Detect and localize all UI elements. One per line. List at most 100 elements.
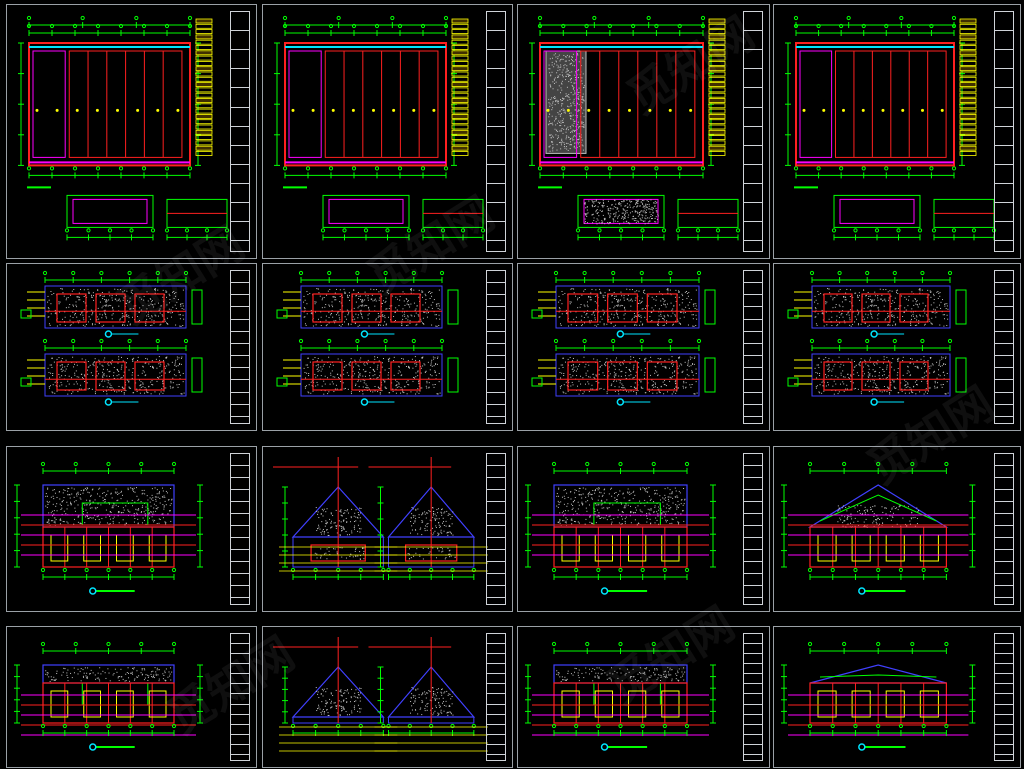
title-block-cell [231, 694, 249, 704]
drawing-sheet[interactable] [517, 263, 770, 431]
title-block-cell [231, 307, 249, 319]
title-block-cell [995, 538, 1013, 550]
interior-elevation-drawing [7, 264, 258, 432]
title-block-cell [995, 664, 1013, 674]
title-block-cell [231, 88, 249, 107]
title-block-cell [995, 644, 1013, 654]
title-block-cell [231, 644, 249, 654]
title-block-cell [487, 31, 505, 50]
drawing-sheet[interactable] [6, 4, 257, 259]
title-block [230, 453, 250, 605]
title-block [743, 633, 763, 761]
title-block-cell [487, 674, 505, 684]
title-block-cell [231, 184, 249, 203]
drawing-sheet[interactable] [517, 4, 770, 259]
title-block-cell [487, 502, 505, 514]
title-block-cell [231, 271, 249, 283]
title-block-cell [231, 490, 249, 502]
title-block-cell [995, 684, 1013, 694]
drawing-sheet[interactable] [6, 263, 257, 431]
title-block-cell [487, 165, 505, 184]
title-block-cell [995, 526, 1013, 538]
title-block-cell [744, 514, 762, 526]
drawing-sheet[interactable] [6, 446, 257, 612]
title-block-cell [744, 203, 762, 222]
title-block-cell [231, 502, 249, 514]
title-block-cell [487, 320, 505, 332]
title-block-cell [487, 526, 505, 538]
title-block-cell [744, 222, 762, 241]
title-block-cell [995, 502, 1013, 514]
title-block-cell [995, 320, 1013, 332]
drawing-sheet[interactable] [6, 626, 257, 768]
drawing-sheet[interactable] [517, 446, 770, 612]
title-block [743, 453, 763, 605]
drawing-sheet[interactable] [773, 626, 1021, 768]
title-block-cell [231, 586, 249, 598]
drawing-sheet[interactable] [773, 446, 1021, 612]
title-block-cell [487, 88, 505, 107]
gable-elevation-drawing [518, 447, 771, 613]
title-block-cell [995, 31, 1013, 50]
title-block-cell [231, 332, 249, 344]
title-block-cell [744, 405, 762, 417]
title-block-cell [231, 684, 249, 694]
interior-elevation-drawing [774, 264, 1022, 432]
title-block-cell [995, 69, 1013, 88]
title-block-cell [744, 108, 762, 127]
title-block-cell [995, 165, 1013, 184]
title-block-cell [487, 705, 505, 715]
drawing-sheet[interactable] [262, 626, 513, 768]
title-block-cell [231, 454, 249, 466]
title-block-cell [231, 538, 249, 550]
title-block-cell [231, 146, 249, 165]
title-block-cell [487, 12, 505, 31]
floor-plan-drawing [518, 5, 771, 260]
title-block [230, 270, 250, 424]
title-block-cell [995, 574, 1013, 586]
drawing-sheet[interactable] [262, 4, 513, 259]
title-block-cell [487, 466, 505, 478]
title-block [994, 11, 1014, 252]
title-block-cell [231, 664, 249, 674]
title-block-cell [744, 184, 762, 203]
drawing-sheet[interactable] [262, 263, 513, 431]
title-block-cell [744, 634, 762, 644]
title-block-cell [231, 12, 249, 31]
title-block-cell [744, 12, 762, 31]
title-block-cell [487, 725, 505, 735]
title-block-cell [995, 405, 1013, 417]
title-block-cell [487, 184, 505, 203]
drawing-sheet[interactable] [262, 446, 513, 612]
drawing-sheet[interactable] [773, 263, 1021, 431]
title-block-cell [744, 283, 762, 295]
title-block-cell [231, 654, 249, 664]
title-block-cell [487, 634, 505, 644]
title-block-cell [995, 332, 1013, 344]
drawing-sheet[interactable] [517, 626, 770, 768]
title-block-cell [487, 332, 505, 344]
title-block-cell [995, 283, 1013, 295]
title-block-cell [744, 715, 762, 725]
title-block-cell [231, 715, 249, 725]
title-block-cell [744, 478, 762, 490]
title-block-cell [487, 356, 505, 368]
title-block-cell [744, 526, 762, 538]
title-block-cell [487, 203, 505, 222]
title-block-cell [744, 694, 762, 704]
title-block-cell [995, 694, 1013, 704]
title-block [230, 633, 250, 761]
drawing-sheet[interactable] [773, 4, 1021, 259]
title-block-cell [231, 478, 249, 490]
title-block-cell [995, 356, 1013, 368]
title-block [230, 11, 250, 252]
title-block-cell [487, 694, 505, 704]
title-block-cell [744, 735, 762, 745]
title-block-cell [995, 674, 1013, 684]
title-block-cell [995, 466, 1013, 478]
title-block-cell [487, 735, 505, 745]
title-block-cell [995, 380, 1013, 392]
title-block-cell [995, 368, 1013, 380]
title-block-cell [231, 344, 249, 356]
floor-plan-drawing [7, 5, 258, 260]
